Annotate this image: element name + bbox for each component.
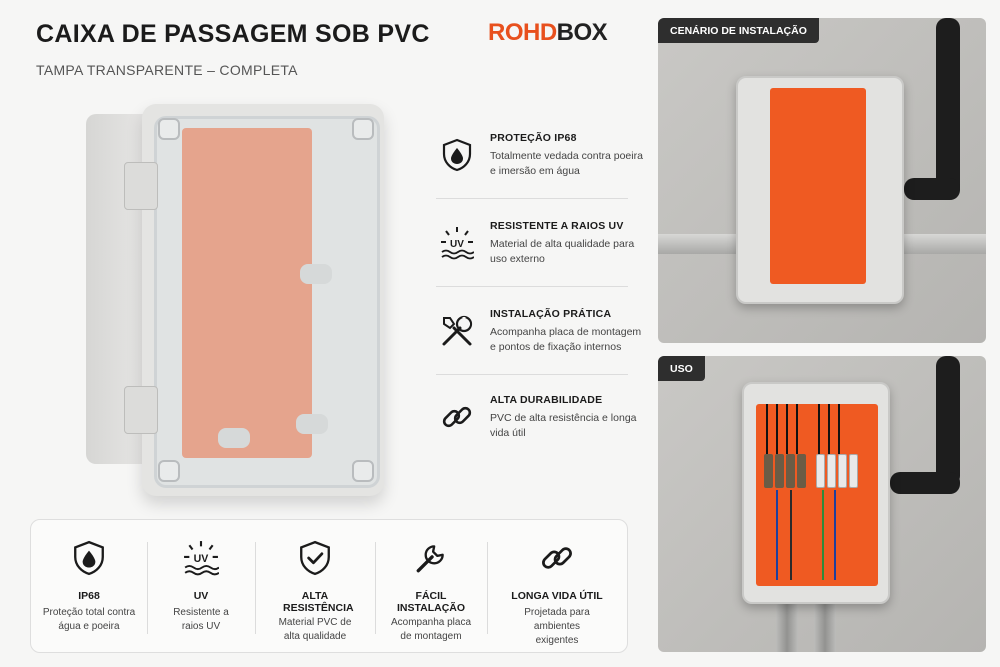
logo-part-1: ROHD (488, 19, 557, 46)
lid-screw (352, 118, 374, 140)
shield-drop-icon (74, 540, 104, 576)
pipe (776, 596, 798, 652)
svg-text:UV: UV (194, 553, 209, 565)
bottom-item: IP68 Proteção total contra água e poeira (31, 520, 147, 652)
bottom-item-desc: Material PVC de alta qualidade (278, 617, 352, 642)
hinge (124, 162, 158, 210)
divider (436, 286, 628, 287)
page-title: CAIXA DE PASSAGEM SOB PVC (36, 20, 430, 48)
bottom-feature-bar: IP68 Proteção total contra água e poeira… (30, 519, 628, 653)
bottom-item-desc: Projetada para ambientes exigentes (524, 607, 590, 646)
feature-desc: Material de alta qualidade para uso exte… (490, 238, 635, 265)
usage-tag: USO (658, 356, 705, 381)
feature-title: PROTEÇÃO IP68 (490, 132, 577, 144)
terminal-block (786, 454, 795, 488)
installation-tag: CENÁRIO DE INSTALAÇÃO (658, 18, 819, 43)
svg-text:UV: UV (450, 239, 464, 250)
shield-drop-icon (442, 138, 472, 172)
wrench-icon (416, 545, 444, 573)
logo-part-2: BOX (556, 19, 608, 46)
conduit (890, 472, 960, 494)
uv-sun-icon: UV (184, 541, 219, 576)
feature-title: INSTALAÇÃO PRÁTICA (490, 308, 612, 320)
feature-desc: Acompanha placa de montagem e pontos de … (490, 326, 642, 353)
conduit (936, 18, 960, 198)
terminal-block (797, 454, 806, 488)
divider (436, 198, 628, 199)
terminal-block (764, 454, 773, 488)
open-box-plate (756, 404, 878, 586)
bottom-item-title: LONGA VIDA ÚTIL (511, 590, 603, 602)
transparent-lid (154, 116, 380, 488)
terminal-block (827, 454, 836, 488)
lid-screw (352, 460, 374, 482)
hinge (124, 386, 158, 434)
shield-check-icon (300, 540, 330, 576)
feature-desc: PVC de alta resistência e longa vida úti… (490, 412, 637, 439)
conduit (936, 356, 960, 486)
feature-desc: Totalmente vedada contra poeira e imersã… (490, 150, 643, 177)
bottom-item-title: FÁCIL INSTALAÇÃO (397, 590, 466, 614)
terminal-block (816, 454, 825, 488)
chain-link-icon (442, 406, 472, 428)
terminal-block (838, 454, 847, 488)
divider (436, 374, 628, 375)
bottom-item-title: UV (193, 590, 209, 602)
bottom-item: UV UV Resistente a raios UV (147, 520, 255, 652)
terminal-block (775, 454, 784, 488)
bottom-item: ALTA RESISTÊNCIA Material PVC de alta qu… (255, 520, 375, 652)
divider (487, 542, 488, 634)
bottom-item-desc: Proteção total contra água e poeira (42, 607, 136, 632)
usage-photo: USO (658, 356, 986, 652)
terminal-block (849, 454, 858, 488)
divider (147, 542, 148, 634)
bottom-item-desc: Acompanha placa de montagem (390, 617, 472, 642)
brand-logo: ROHDBOX (488, 19, 608, 47)
uv-sun-icon: UV (441, 227, 474, 260)
lid-screw (158, 460, 180, 482)
divider (255, 542, 256, 634)
tools-icon (442, 315, 473, 346)
feature-title: ALTA DURABILIDADE (490, 394, 603, 406)
page-subtitle: TAMPA TRANSPARENTE – COMPLETA (36, 62, 298, 78)
pipe (814, 596, 836, 652)
bottom-item-title: IP68 (78, 590, 100, 602)
bottom-item-desc: Resistente a raios UV (173, 607, 229, 632)
conduit (904, 178, 960, 200)
product-image (86, 104, 386, 499)
installed-plate (770, 88, 866, 284)
feature-title: RESISTENTE A RAIOS UV (490, 220, 624, 232)
bottom-item: LONGA VIDA ÚTIL Projetada para ambientes… (487, 520, 627, 652)
bottom-item: FÁCIL INSTALAÇÃO Acompanha placa de mont… (375, 520, 487, 652)
chain-link-icon (542, 547, 572, 569)
divider (375, 542, 376, 634)
lid-screw (158, 118, 180, 140)
installation-photo: CENÁRIO DE INSTALAÇÃO (658, 18, 986, 343)
bottom-item-title: ALTA RESISTÊNCIA (283, 590, 354, 614)
